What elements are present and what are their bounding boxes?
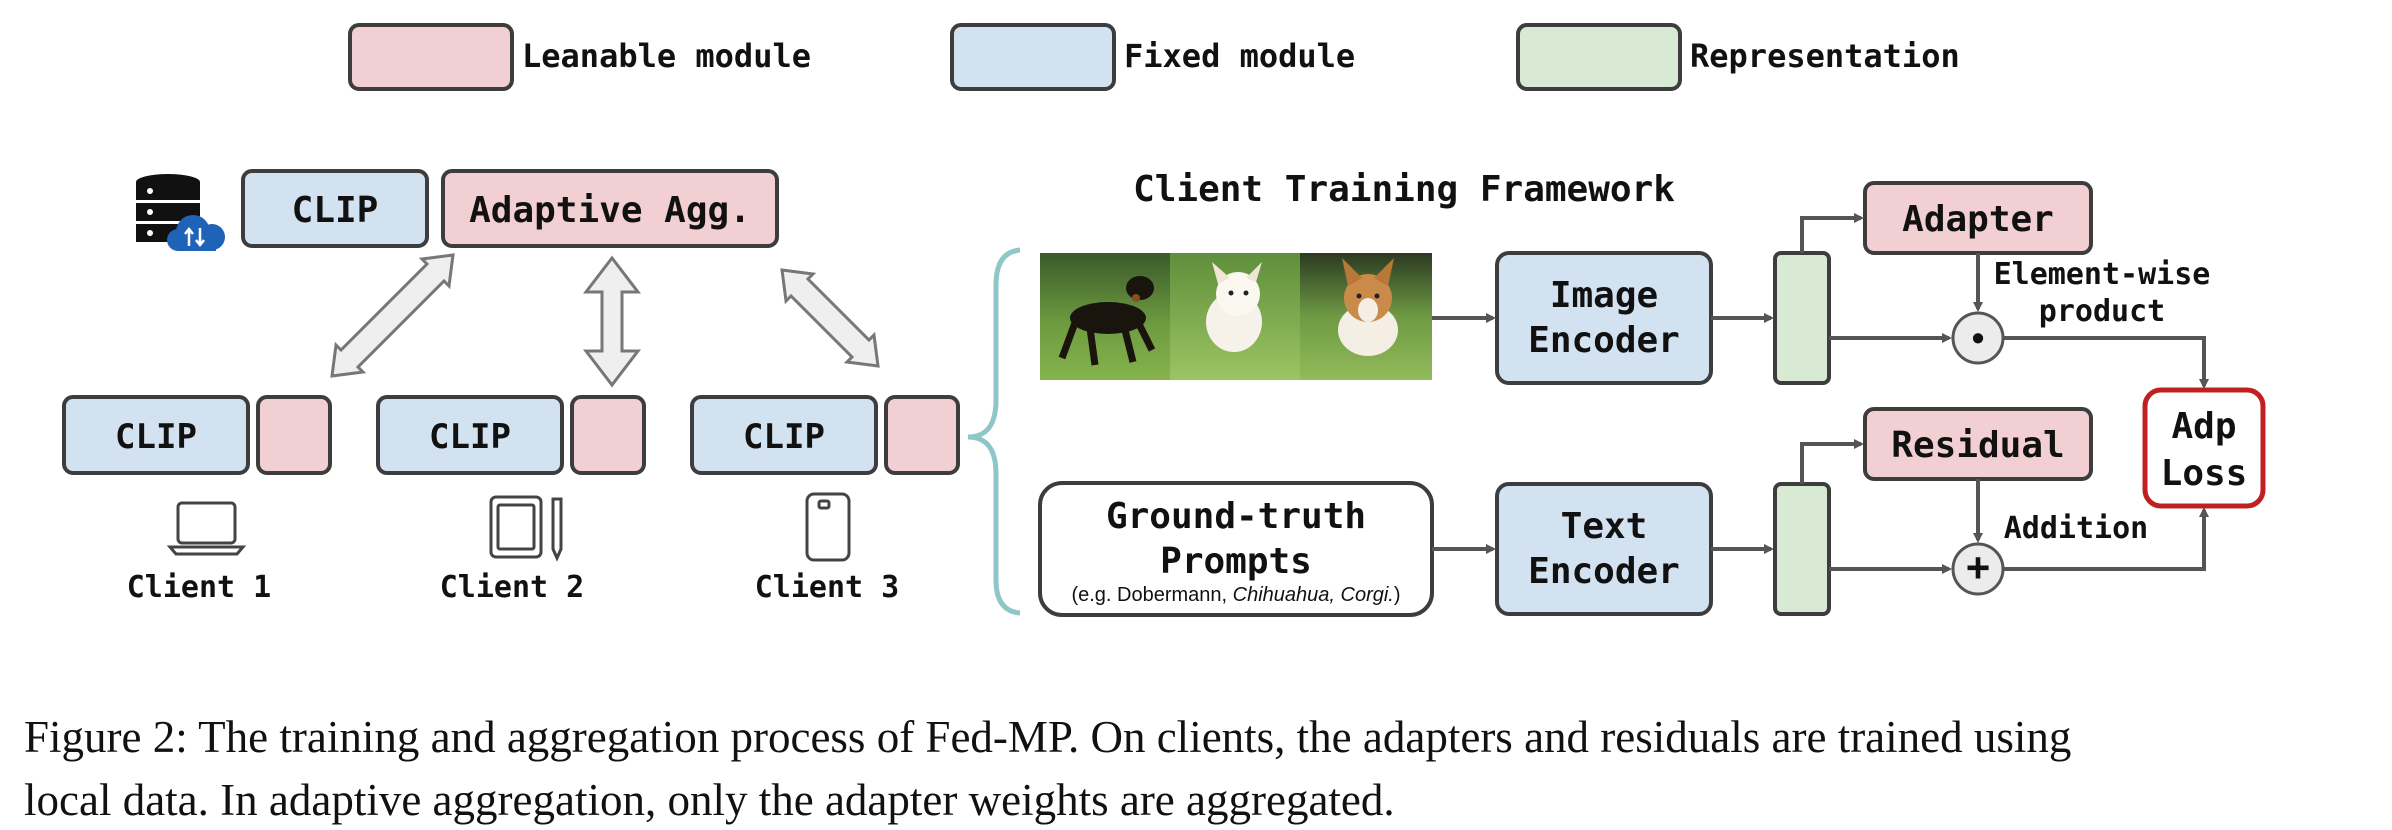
client-3: CLIP Client 3 xyxy=(690,395,960,605)
image-encoder-line2: Encoder xyxy=(1528,320,1680,361)
client-1: CLIP Client 1 xyxy=(62,395,332,605)
laptop-icon xyxy=(166,501,247,556)
client1-clip-label: CLIP xyxy=(115,417,197,457)
client1-clip-box xyxy=(62,395,250,475)
addition-label: Addition xyxy=(2004,511,2149,546)
client2-clip-label: CLIP xyxy=(429,417,511,457)
text-encoder-line2: Encoder xyxy=(1528,551,1680,592)
arrow-rep-to-adapter xyxy=(1800,213,1864,253)
phone-icon xyxy=(805,492,851,562)
text-encoder-box xyxy=(1495,482,1713,616)
image-encoder-box xyxy=(1495,251,1713,385)
corgi-photo xyxy=(1300,253,1432,380)
product-symbol: • xyxy=(1972,317,1985,358)
double-arrow-client3 xyxy=(780,268,880,368)
database-cloud-icon xyxy=(136,174,225,251)
image-representation xyxy=(1773,251,1831,385)
client2-clip-box xyxy=(376,395,564,475)
image-encoder-line1: Image xyxy=(1550,275,1658,316)
legend: Leanable module Fixed module Representat… xyxy=(348,23,1960,91)
server-clip-label: CLIP xyxy=(292,190,379,231)
legend-representation-swatch xyxy=(1516,23,1682,91)
clients: CLIP Client 1 CLIP Client 2 CLIP xyxy=(62,395,960,605)
client3-adapter-box xyxy=(884,395,960,475)
double-arrow-client1 xyxy=(330,253,455,378)
client1-label: Client 1 xyxy=(127,570,272,605)
client-2: CLIP Client 2 xyxy=(376,395,646,605)
client3-clip-box xyxy=(690,395,878,475)
caption-line2: local data. In adaptive aggregation, onl… xyxy=(24,775,1395,825)
server: CLIP Adaptive Agg. xyxy=(136,169,779,251)
legend-fixed-label: Fixed module xyxy=(1124,37,1355,75)
adaptive-agg-label: Adaptive Agg. xyxy=(469,190,751,231)
text-encoder-line1: Text xyxy=(1561,506,1648,547)
caption-line1: Figure 2: The training and aggregation p… xyxy=(24,712,2071,762)
client1-adapter-box xyxy=(256,395,332,475)
elementwise-label-line2: product xyxy=(2039,294,2165,329)
adapter-label: Adapter xyxy=(1902,199,2054,240)
adp-loss-line1: Adp xyxy=(2171,406,2236,447)
text-representation xyxy=(1773,482,1831,616)
server-clip-box xyxy=(241,169,429,248)
adp-loss-line2: Loss xyxy=(2161,453,2248,494)
arrow-product-to-loss xyxy=(2003,336,2209,389)
framework-title: Client Training Framework xyxy=(1133,169,1675,210)
client3-label: Client 3 xyxy=(755,570,900,605)
sample-images xyxy=(1040,253,1432,380)
adaptive-agg-box xyxy=(441,169,779,248)
client2-label: Client 2 xyxy=(440,570,585,605)
adp-loss-box xyxy=(2142,387,2266,509)
client2-adapter-box xyxy=(570,395,646,475)
client3-clip-label: CLIP xyxy=(743,417,825,457)
dobermann-photo xyxy=(1040,253,1170,380)
plus-symbol: + xyxy=(1966,544,1991,591)
framework-brace xyxy=(967,247,1021,616)
legend-fixed-swatch xyxy=(950,23,1116,91)
residual-label: Residual xyxy=(1891,425,2064,466)
prompts-label-line1: Ground-truth xyxy=(1106,496,1366,537)
elementwise-label-line1: Element-wise xyxy=(1994,257,2211,292)
double-arrow-client2 xyxy=(582,255,642,388)
prompts-example: (e.g. Dobermann, Chihuahua, Corgi.) xyxy=(1071,584,1400,606)
chihuahua-photo xyxy=(1170,253,1300,380)
arrow-rep-to-residual xyxy=(1800,439,1864,484)
legend-representation-label: Representation xyxy=(1690,37,1960,75)
legend-learnable-swatch xyxy=(348,23,514,91)
arrow-addition-to-loss xyxy=(2003,507,2209,571)
tablet-pen-icon xyxy=(489,495,563,562)
flow-arrows xyxy=(1432,213,2209,574)
prompts-label-line2: Prompts xyxy=(1160,541,1312,582)
legend-learnable-label: Leanable module xyxy=(522,37,811,75)
aggregation-arrows xyxy=(330,253,880,388)
